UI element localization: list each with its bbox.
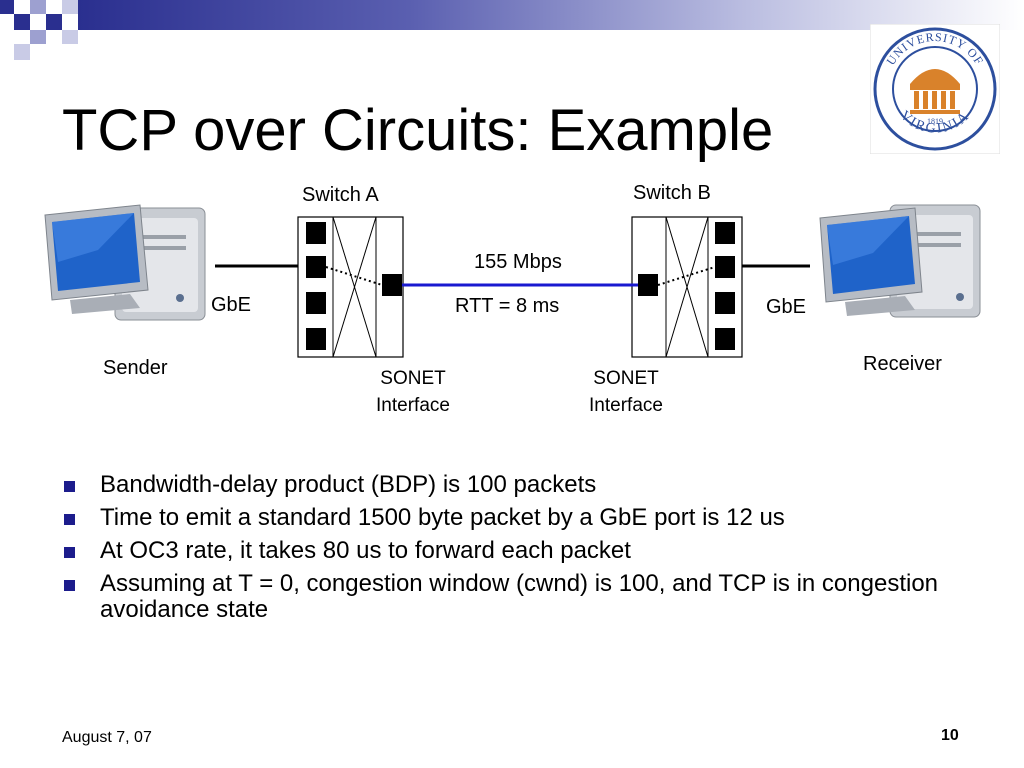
receiver-computer-icon — [819, 204, 981, 318]
sonet-interface-a-label: SONET Interface — [358, 365, 468, 419]
switch-b — [631, 216, 743, 358]
bullet-square-icon — [64, 514, 75, 525]
bullet-item: Bandwidth-delay product (BDP) is 100 pac… — [62, 472, 982, 498]
sonet-interface-b-label: SONET Interface — [571, 365, 681, 419]
bullet-item: Time to emit a standard 1500 byte packet… — [62, 505, 982, 531]
header-gradient-bar — [78, 0, 1024, 30]
bullet-square-icon — [64, 580, 75, 591]
bullet-item: At OC3 rate, it takes 80 us to forward e… — [62, 538, 982, 564]
bullet-text: Time to emit a standard 1500 byte packet… — [100, 504, 785, 531]
bullet-item: Assuming at T = 0, congestion window (cw… — [62, 571, 982, 623]
sonet-a-line2: Interface — [376, 395, 450, 416]
gbe-left-label: GbE — [211, 294, 252, 316]
page-number: 10 — [941, 727, 959, 744]
footer-date: August 7, 07 — [62, 729, 152, 746]
switch-a — [297, 216, 404, 358]
gbe-right-label: GbE — [766, 296, 807, 318]
sonet-a-line1: SONET — [380, 368, 446, 389]
rtt-label: RTT = 8 ms — [455, 295, 560, 317]
sonet-b-line1: SONET — [593, 368, 659, 389]
sender-label: Sender — [103, 357, 168, 379]
link-rate-label: 155 Mbps — [474, 251, 562, 273]
switch-b-label: Switch B — [633, 182, 711, 204]
bullet-text: At OC3 rate, it takes 80 us to forward e… — [100, 537, 631, 564]
sender-computer-icon — [44, 204, 206, 321]
bullet-text: Assuming at T = 0, congestion window (cw… — [100, 570, 939, 623]
svg-text:1819: 1819 — [927, 117, 943, 126]
bullet-text: Bandwidth-delay product (BDP) is 100 pac… — [100, 471, 597, 498]
bullet-list: Bandwidth-delay product (BDP) is 100 pac… — [62, 472, 982, 630]
bullet-square-icon — [64, 481, 75, 492]
switch-a-label: Switch A — [302, 184, 379, 206]
bullet-square-icon — [64, 547, 75, 558]
sonet-b-line2: Interface — [589, 395, 663, 416]
slide-title: TCP over Circuits: Example — [62, 98, 774, 163]
receiver-label: Receiver — [863, 353, 942, 375]
